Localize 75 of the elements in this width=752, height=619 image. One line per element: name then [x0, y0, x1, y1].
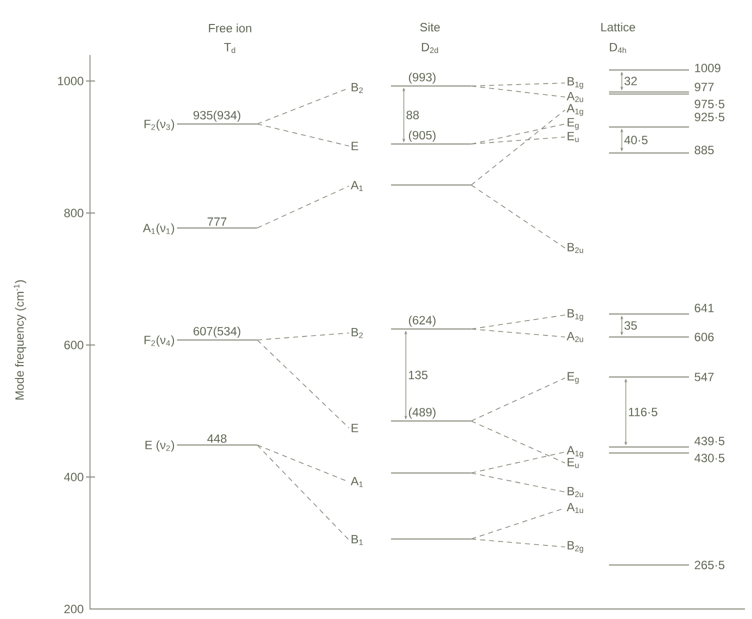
- symmetry-label: B$_{1g}$: [568, 309, 584, 321]
- dashed-line: [470, 472, 566, 492]
- dashed-line: [256, 186, 350, 228]
- energy-level: F$_{2}$(ν$_{4}$) 607(534): [144, 326, 258, 347]
- dashed-line: [470, 82, 566, 86]
- energy-level: A$_{1}$(ν$_{1}$) 777: [142, 218, 258, 235]
- energy-level: (905): [390, 130, 472, 144]
- edge-label: 32: [624, 76, 637, 86]
- dashed-line: [256, 444, 350, 540]
- symmetry-label: B$_{2u}$: [568, 486, 584, 498]
- energy-level: 925·5: [608, 112, 724, 128]
- column-heading: Site: [420, 22, 440, 32]
- symmetry-label: E$_{g}$: [568, 118, 579, 130]
- tick-label: 1000: [58, 76, 84, 86]
- symmetry-label: B$_{1}$: [352, 534, 363, 546]
- symmetry-label: B$_{2g}$: [568, 541, 584, 553]
- dashed-line: [470, 378, 566, 422]
- dashed-line: [470, 420, 566, 464]
- symmetry-label: E: [352, 142, 358, 150]
- symmetry-label: E: [352, 424, 358, 432]
- edge-label: 116·5: [628, 408, 658, 416]
- symmetry-label: A$_{1}$: [350, 476, 363, 488]
- edge-label: 135: [408, 370, 428, 380]
- energy-level: 641: [608, 304, 714, 314]
- energy-level: 1009: [608, 64, 720, 72]
- dashed-line: [256, 340, 350, 428]
- symmetry-label: B$_{2}$: [352, 328, 363, 338]
- symmetry-label: E$_{g}$: [568, 372, 579, 384]
- energy-level: 975·5: [608, 94, 724, 108]
- tick-label: 800: [64, 208, 84, 218]
- axis-title: Mode frequency (cm$^{-1}$): [14, 280, 26, 400]
- dashed-line: [256, 124, 350, 146]
- symmetry-label: E$_{u}$: [568, 458, 579, 468]
- symmetry-label: A$_{1u}$: [566, 502, 584, 514]
- energy-level: 430·5: [608, 452, 724, 462]
- dashed-line: [470, 124, 566, 144]
- energy-level: (624): [390, 316, 472, 330]
- column-heading: Lattice: [601, 22, 636, 32]
- symmetry-label: A$_{1}$: [350, 180, 363, 192]
- edge-label: 40·5: [624, 136, 648, 144]
- symmetry-label: A$_{2u}$: [566, 332, 584, 342]
- symmetry-label: A$_{1g}$: [566, 446, 584, 458]
- energy-level: F$_{2}$(ν$_{3}$) 935(934): [144, 110, 258, 131]
- symmetry-label: E$_{u}$: [568, 132, 579, 142]
- symmetry-label: A$_{2u}$: [566, 92, 584, 102]
- energy-level: E (ν$_{2}$) 448: [146, 434, 258, 452]
- column-heading: T$_{d}$: [224, 42, 236, 54]
- tick-label: 600: [64, 340, 84, 350]
- dashed-line: [256, 332, 350, 340]
- symmetry-label: B$_{2u}$: [568, 242, 584, 254]
- edge-label: 35: [624, 321, 637, 330]
- symmetry-label: A$_{1g}$: [566, 104, 584, 116]
- column-heading: Free ion: [208, 24, 252, 32]
- tick-label: 200: [64, 604, 84, 614]
- dashed-line: [470, 314, 566, 330]
- energy-level: (993): [390, 72, 472, 86]
- dashed-line: [470, 184, 566, 248]
- dashed-line: [470, 86, 566, 98]
- energy-level: 439·5: [608, 436, 724, 448]
- column-heading: D$_{2d}$: [422, 42, 438, 54]
- symmetry-label: B$_{2}$: [352, 82, 363, 94]
- energy-level: 265·5: [608, 560, 724, 570]
- dashed-line: [470, 136, 566, 144]
- energy-level: (489): [390, 408, 472, 422]
- dashed-line: [470, 110, 566, 186]
- energy-level: 606: [608, 332, 714, 342]
- symmetry-label: B$_{1g}$: [568, 77, 584, 89]
- dashed-line: [470, 328, 566, 338]
- dashed-line: [470, 452, 566, 474]
- energy-level: 547: [608, 372, 714, 382]
- energy-level: 885: [608, 146, 714, 154]
- dashed-line: [470, 538, 566, 548]
- tick-label: 400: [64, 472, 84, 482]
- edge-label: 88: [406, 110, 419, 120]
- column-heading: D$_{4h}$: [610, 42, 626, 54]
